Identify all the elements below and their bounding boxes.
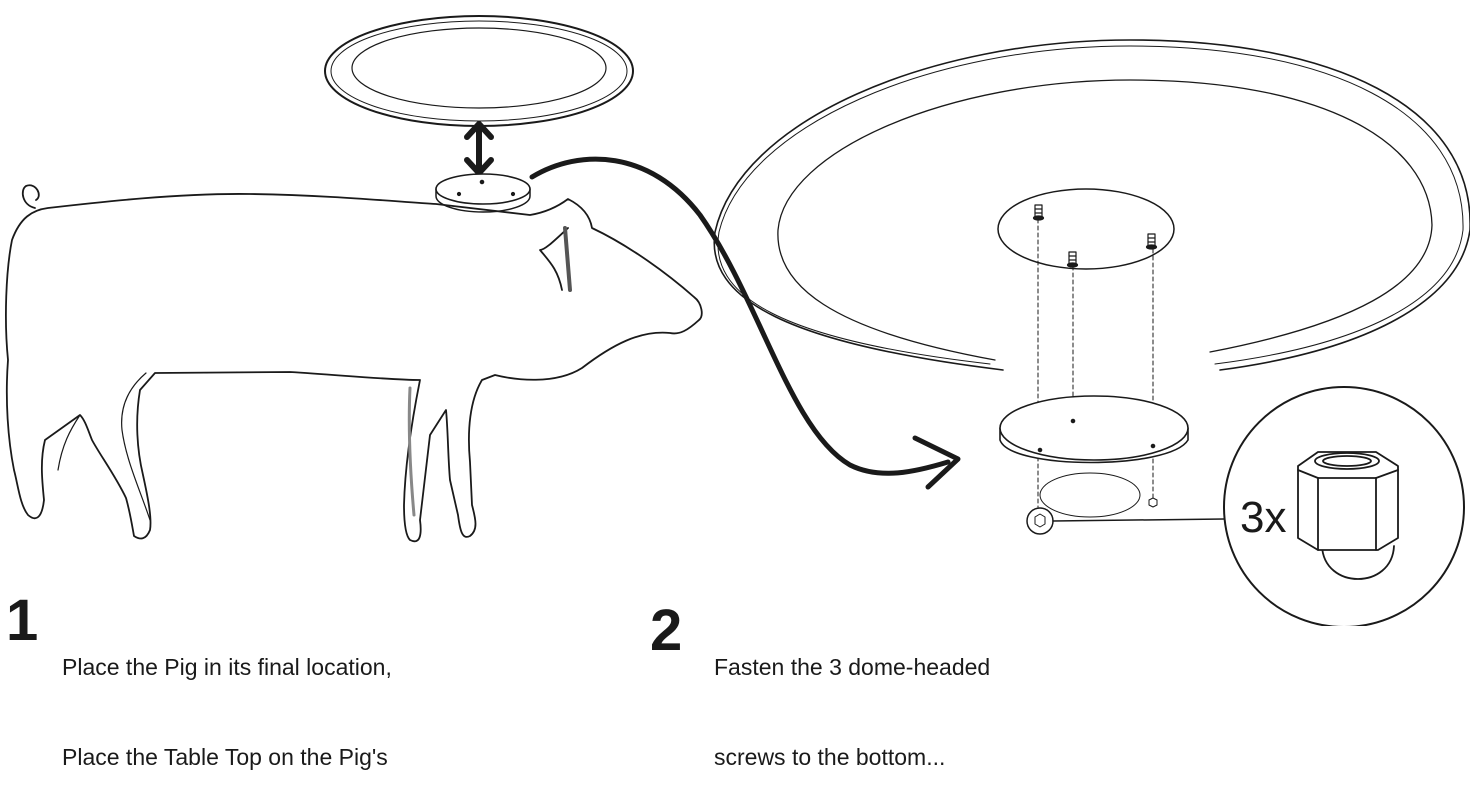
dome-nut-icon — [1297, 451, 1399, 580]
pig-illustration — [5, 184, 703, 543]
transfer-arrow-icon — [529, 156, 961, 490]
step-1-line: Place the Table Top on the Pig's — [62, 744, 388, 770]
part-callout-circle: 3x — [1223, 386, 1465, 628]
step-2-text: Fasten the 3 dome-headed screws to the b… — [714, 592, 990, 802]
mounting-plate-bottom — [999, 395, 1189, 518]
mounting-plate-small — [435, 173, 531, 213]
step-number-2: 2 — [650, 598, 683, 663]
table-top-large — [713, 39, 1470, 371]
step-number-1: 1 — [6, 588, 39, 653]
screw-icons — [1032, 204, 1158, 268]
screw-icon — [1145, 233, 1158, 250]
step-1-line: Place the Pig in its final location, — [62, 654, 392, 680]
step-1-text: Place the Pig in its final location, Pla… — [62, 592, 392, 802]
small-nut-icons — [1148, 497, 1158, 508]
double-arrow-icon — [464, 121, 494, 176]
screw-icon — [1032, 204, 1045, 221]
assembly-illustration: 3x — [5, 15, 1470, 628]
table-top-small — [324, 15, 634, 127]
mounting-plate-top — [997, 188, 1175, 270]
assembly-instructions: 3x 1 Place the Pig in its final location… — [5, 15, 1470, 770]
quantity-label: 3x — [1240, 493, 1286, 542]
step-2-line: screws to the bottom... — [714, 744, 946, 770]
callout-leader — [1026, 507, 1225, 535]
step-2-line: Fasten the 3 dome-headed — [714, 654, 991, 680]
screw-icon — [1066, 251, 1079, 268]
